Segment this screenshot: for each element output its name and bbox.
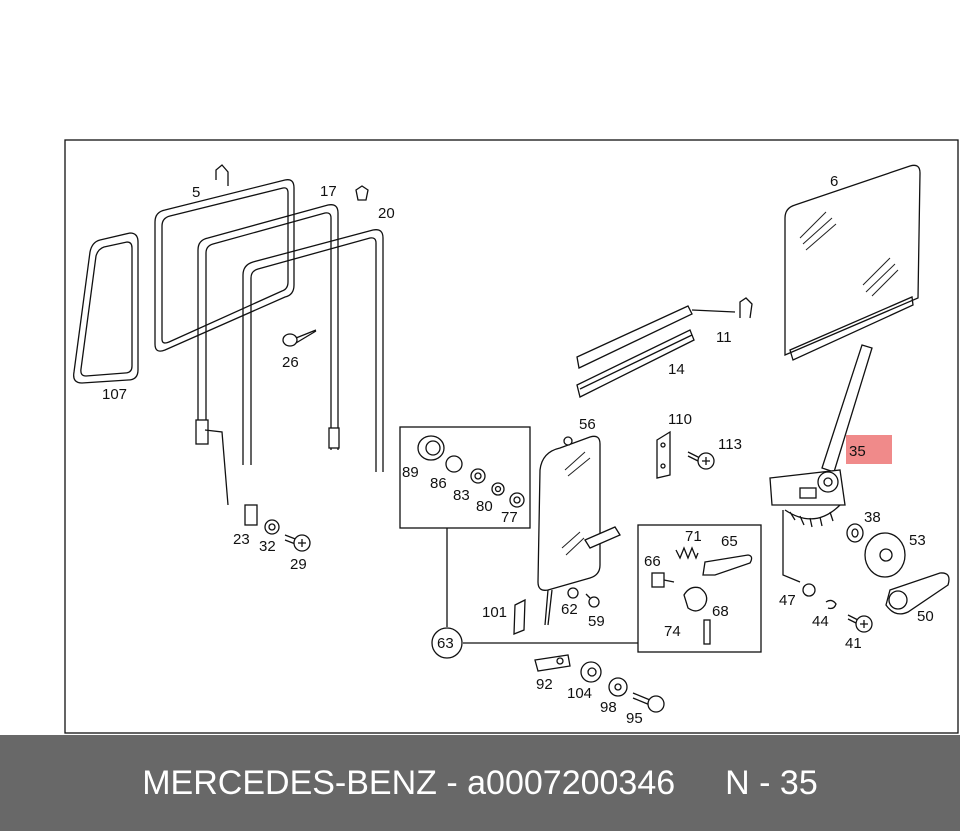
part-14-rail[interactable] [576, 329, 695, 398]
label-86: 86 [430, 475, 447, 492]
label-68: 68 [712, 603, 729, 620]
part-38-bushing[interactable] [846, 523, 864, 543]
part-23-clip[interactable] [204, 429, 258, 526]
label-38: 38 [864, 509, 881, 526]
part-95-bolt[interactable] [632, 692, 665, 713]
part-53-escutcheon[interactable] [864, 532, 906, 578]
label-63: 63 [437, 635, 454, 652]
part-62-washer[interactable] [567, 587, 579, 599]
footer-reference: N - 35 [725, 763, 818, 802]
label-71: 71 [685, 528, 702, 545]
label-56: 56 [579, 416, 596, 433]
label-95: 95 [626, 710, 643, 727]
part-83-nut[interactable] [470, 468, 486, 484]
label-20: 20 [378, 205, 395, 222]
part-110-bracket[interactable] [656, 430, 671, 479]
label-74: 74 [664, 623, 681, 640]
label-26: 26 [282, 354, 299, 371]
part-56-quarter-glass[interactable] [537, 435, 621, 626]
part-101-clip[interactable] [513, 598, 526, 635]
label-98: 98 [600, 699, 617, 716]
label-32: 32 [259, 538, 276, 555]
label-14: 14 [668, 361, 685, 378]
part-50-crank-handle[interactable] [885, 572, 950, 615]
label-50: 50 [917, 608, 934, 625]
footer-bar: MERCEDES-BENZ - a0007200346 N - 35 [0, 735, 960, 831]
part-29-screw[interactable] [284, 534, 311, 552]
part-107-seal[interactable] [73, 232, 139, 384]
label-11: 11 [716, 329, 732, 346]
part-41-screw[interactable] [847, 614, 873, 633]
label-6: 6 [830, 173, 838, 190]
part-68-knob[interactable] [683, 586, 708, 612]
part-80-washer[interactable] [491, 482, 505, 496]
label-104: 104 [567, 685, 592, 702]
part-71-spring[interactable] [675, 546, 699, 560]
part-32-washer[interactable] [264, 519, 280, 535]
part-66-bolt[interactable] [651, 572, 675, 588]
part-35-window-regulator[interactable] [769, 344, 873, 528]
part-47-washer[interactable] [782, 510, 816, 597]
part-59-screw[interactable] [585, 593, 600, 608]
part-65-handle[interactable] [702, 554, 753, 576]
label-80: 80 [476, 498, 493, 515]
part-20-rear-channel[interactable] [242, 185, 384, 472]
diagram-frame [64, 139, 959, 734]
part-74-pin[interactable] [703, 619, 711, 645]
kit-box-71-74 [637, 524, 762, 653]
part-89-bushing[interactable] [417, 435, 445, 461]
part-104-bushing[interactable] [580, 661, 602, 683]
part-113-screw[interactable] [687, 451, 715, 470]
label-113: 113 [718, 436, 742, 453]
kit-box-89-77 [399, 426, 531, 529]
label-66: 66 [644, 553, 661, 570]
part-26-screw[interactable] [282, 329, 317, 347]
part-17-window-channel[interactable] [195, 204, 340, 450]
label-65: 65 [721, 533, 738, 550]
part-6-door-glass[interactable] [784, 164, 921, 361]
part-35-highlight [846, 435, 892, 464]
part-92-bracket[interactable] [534, 654, 571, 672]
label-41: 41 [845, 635, 862, 652]
label-5: 5 [192, 184, 200, 201]
label-107: 107 [102, 386, 127, 403]
label-101: 101 [482, 604, 507, 621]
parts-diagram: 5 17 20 107 26 6 11 14 35 110 113 56 89 … [64, 139, 959, 734]
part-44-clip[interactable] [825, 599, 837, 610]
part-5-seal-frame[interactable] [154, 164, 295, 352]
callout-63[interactable] [431, 528, 638, 659]
label-23: 23 [233, 531, 250, 548]
label-17: 17 [320, 183, 337, 200]
part-11-rail[interactable] [576, 297, 753, 369]
label-47: 47 [779, 592, 796, 609]
label-92: 92 [536, 676, 553, 693]
footer-part-number: MERCEDES-BENZ - a0007200346 [142, 763, 676, 802]
label-53: 53 [909, 532, 926, 549]
part-77-bushing[interactable] [509, 492, 525, 508]
label-77: 77 [501, 509, 518, 526]
label-44: 44 [812, 613, 829, 630]
label-35: 35 [849, 443, 866, 460]
label-59: 59 [588, 613, 605, 630]
label-89: 89 [402, 464, 419, 481]
label-62: 62 [561, 601, 578, 618]
part-86-cap[interactable] [445, 455, 463, 473]
label-110: 110 [668, 411, 692, 428]
label-29: 29 [290, 556, 307, 573]
part-98-washer[interactable] [608, 677, 628, 697]
label-83: 83 [453, 487, 470, 504]
